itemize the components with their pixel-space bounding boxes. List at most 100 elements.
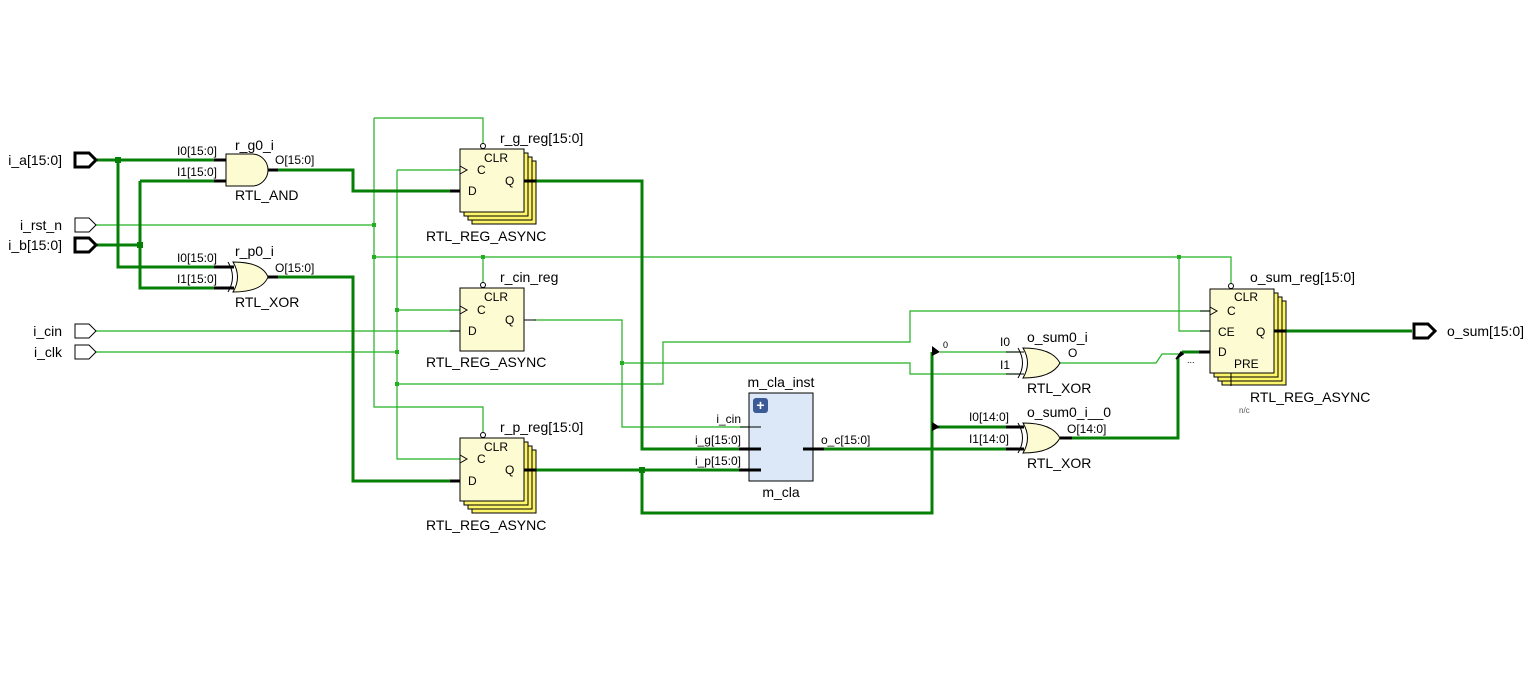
pin-label: I1[14:0] (969, 432, 1009, 446)
port-label: i_b[15:0] (8, 237, 62, 253)
net-cin-to-xor[interactable] (622, 362, 1020, 375)
pin-label: D (468, 184, 477, 198)
bus-concat-label: ... (1187, 355, 1195, 365)
bus-r_g[interactable] (534, 179, 760, 451)
inverter-bubble (480, 143, 486, 149)
xor-gate-icon (232, 261, 269, 293)
cell-r_g0_i[interactable]: I0[15:0] I1[15:0] O[15:0] r_g0_i RTL_AND (177, 137, 314, 203)
pin-label: D (468, 324, 477, 338)
net-r_cin_reg-q[interactable] (534, 319, 760, 428)
and-gate-icon (225, 153, 269, 187)
bus-ripper-icon (932, 346, 940, 356)
port-bus-icon (1412, 322, 1438, 340)
xor-arc (1017, 422, 1023, 454)
bus-p0[interactable] (276, 275, 460, 483)
cell-r_p_reg[interactable]: CLR C D Q r_p_reg[15:0] RTL_REG_ASYNC (426, 419, 583, 533)
clock-triangle-icon (459, 305, 469, 315)
net-ce[interactable] (1178, 257, 1210, 332)
net-clk-to-o_sum_reg[interactable] (397, 310, 1210, 385)
register-icon (459, 437, 525, 502)
junction (1177, 255, 1181, 259)
junction (481, 255, 485, 259)
port-bus-icon (73, 151, 99, 169)
cell-type-label: RTL_REG_ASYNC (426, 228, 546, 244)
cell-type-label: RTL_REG_ASYNC (426, 354, 546, 370)
pin-label: I1[15:0] (177, 272, 217, 286)
bus-i_a-branch[interactable] (116, 160, 222, 269)
pin-label: I0 (1000, 335, 1010, 349)
pin-label: i_g[15:0] (695, 433, 741, 447)
cell-o_sum0_i__0[interactable]: I0[14:0] I1[14:0] O[14:0] o_sum0_i__0 RT… (969, 404, 1111, 471)
output-port-o_sum[interactable]: o_sum[15:0] (1412, 322, 1524, 340)
input-port-i_b[interactable]: i_b[15:0] (8, 236, 99, 254)
clock-triangle-icon (1209, 306, 1219, 316)
pin-label: D (1218, 345, 1227, 359)
cell-instance-name: o_sum0_i (1027, 329, 1088, 345)
clock-triangle-icon (459, 454, 469, 464)
pin-label: O (1068, 346, 1077, 360)
pin-label: Q (505, 463, 514, 477)
pin-label: O[15:0] (275, 261, 314, 275)
cell-r_g_reg[interactable]: CLR C D Q r_g_reg[15:0] RTL_REG_ASYNC (426, 130, 583, 244)
junctions (115, 157, 1181, 473)
inverter-bubble (480, 282, 486, 288)
pin-label: CE (1218, 325, 1235, 339)
bus-i_b-branch[interactable] (138, 179, 222, 290)
junction (620, 361, 624, 365)
pin-label: C (477, 163, 486, 177)
input-port-i_rst_n[interactable]: i_rst_n (20, 217, 97, 233)
inverter-bubble (480, 432, 486, 438)
xor-gate-icon (1022, 422, 1061, 454)
bus-r_p-branch[interactable] (640, 352, 934, 515)
cell-type-label: m_cla (762, 484, 800, 500)
cell-type-label: RTL_REG_ASYNC (426, 517, 546, 533)
net-clk-trunk[interactable] (396, 170, 460, 460)
no-connect-label: n/c (1239, 406, 1250, 415)
cell-r_cin_reg[interactable]: CLR C D Q r_cin_reg RTL_REG_ASYNC (426, 269, 558, 370)
cell-o_sum0_i[interactable]: I0 I1 O o_sum0_i RTL_XOR (1000, 329, 1091, 396)
input-port-i_a[interactable]: i_a[15:0] (8, 151, 99, 169)
cell-instance-name: r_g_reg[15:0] (500, 130, 583, 146)
junction (639, 467, 645, 473)
pin-label: I0[14:0] (969, 410, 1009, 424)
pin-label: o_c[15:0] (821, 433, 870, 447)
cell-m_cla_inst[interactable]: + i_cin i_g[15:0] i_p[15:0] o_c[15:0] m_… (695, 374, 870, 500)
pin-label: CLR (484, 290, 508, 304)
thin-nets (96, 117, 1232, 460)
register-icon (1209, 288, 1275, 374)
cell-type-label: RTL_REG_ASYNC (1250, 389, 1370, 405)
net-rst-horizontal[interactable] (374, 256, 1232, 283)
cell-o_sum_reg[interactable]: CLR C CE D Q PRE o_sum_reg[15:0] RTL_REG… (1199, 269, 1370, 415)
input-port-i_clk[interactable]: i_clk (34, 344, 97, 360)
pin-label: C (477, 452, 486, 466)
pin-label: Q (1256, 325, 1265, 339)
cell-instance-name: r_p0_i (235, 243, 274, 259)
pin-label: I0[15:0] (177, 144, 217, 158)
cell-r_p0_i[interactable]: I0[15:0] I1[15:0] O[15:0] r_p0_i RTL_XOR (177, 243, 314, 310)
pin-label: CLR (484, 440, 508, 454)
cell-type-label: RTL_AND (235, 187, 299, 203)
cell-instance-name: o_sum0_i__0 (1027, 404, 1111, 420)
clock-triangle-icon (459, 165, 469, 175)
port-label: o_sum[15:0] (1447, 323, 1524, 339)
port-label: i_rst_n (20, 217, 62, 233)
net-rst-to-r_g_reg[interactable] (374, 117, 484, 144)
port-label: i_a[15:0] (8, 152, 62, 168)
cell-type-label: RTL_XOR (1027, 455, 1091, 471)
cell-type-label: RTL_XOR (235, 294, 299, 310)
cell-instance-name: r_cin_reg (500, 269, 558, 285)
input-port-i_cin[interactable]: i_cin (33, 323, 97, 339)
bus-ripper-icon (932, 422, 940, 431)
register-icon (459, 148, 525, 213)
expand-button[interactable] (753, 398, 768, 413)
port-icon (74, 323, 97, 339)
net-rst-trunk[interactable] (373, 118, 484, 432)
pin-label: D (468, 474, 477, 488)
junction (395, 308, 399, 312)
port-label: i_cin (33, 323, 62, 339)
bus-sum0-out[interactable] (1062, 357, 1180, 440)
pin-label: I1[15:0] (177, 165, 217, 179)
bus-g0[interactable] (276, 168, 460, 193)
net-sum0-out[interactable] (1060, 353, 1182, 364)
